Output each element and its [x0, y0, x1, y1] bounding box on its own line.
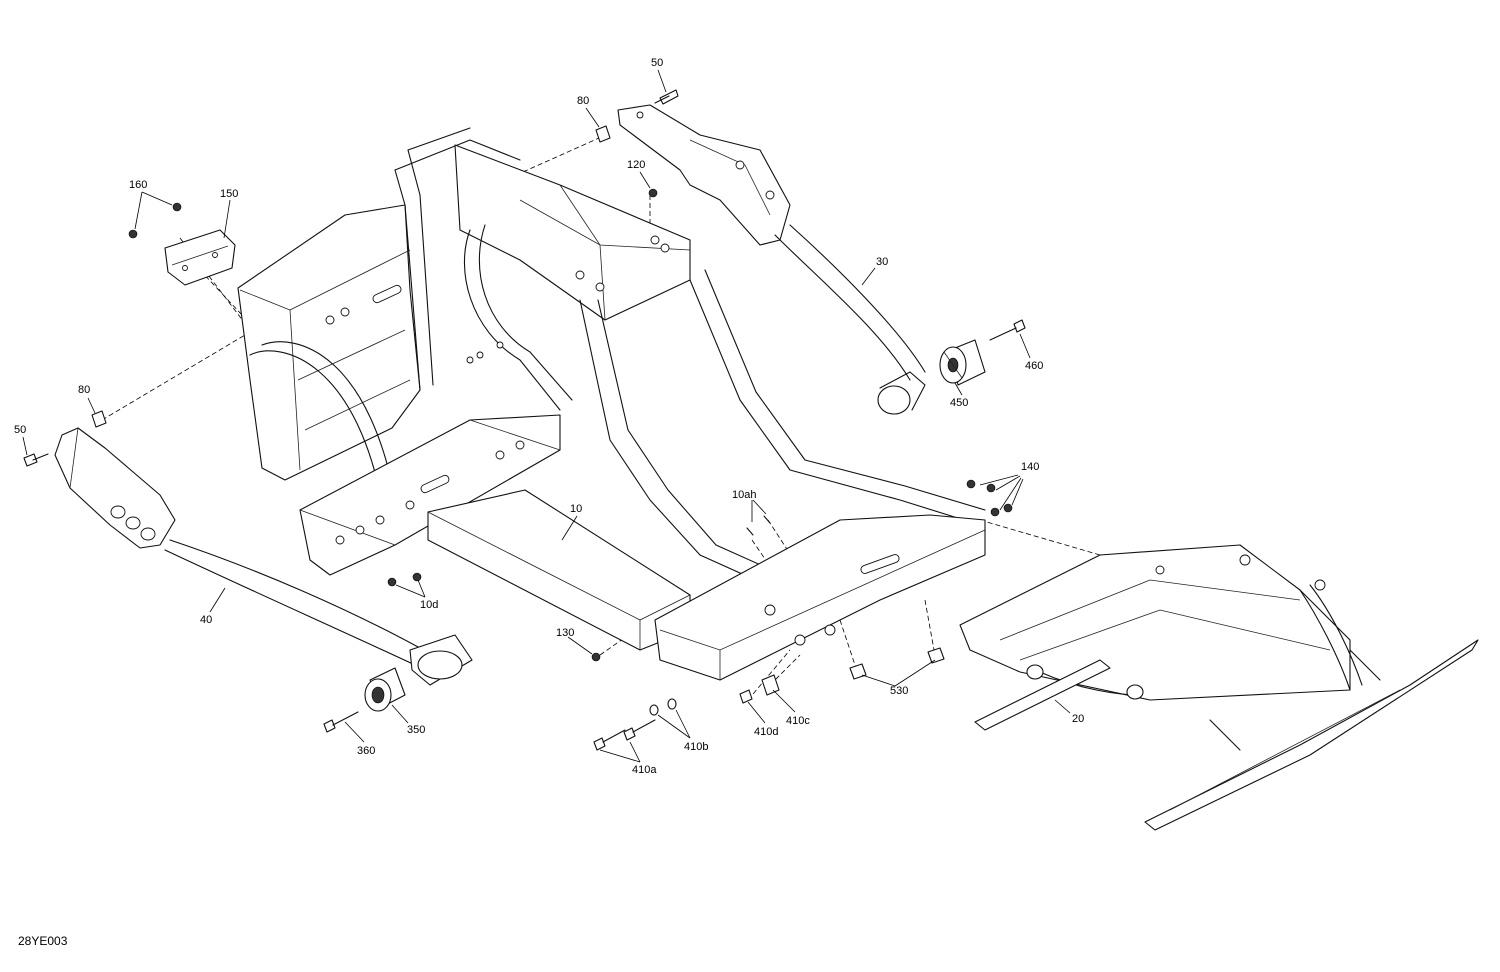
- arm-30: [617, 104, 926, 415]
- nut-icon: [412, 572, 422, 582]
- nut-icon: [591, 652, 601, 662]
- nut-icon: [1003, 503, 1013, 513]
- callout-50-top: 50: [651, 57, 663, 69]
- bolt-icon: [23, 453, 49, 467]
- nut-icon: [990, 507, 1000, 517]
- bolt-icon: [739, 689, 753, 704]
- nut-icon: [387, 577, 397, 587]
- callout-410c: 410c: [786, 715, 810, 727]
- nut-icon: [128, 229, 138, 239]
- callout-450: 450: [950, 397, 968, 409]
- nut-icon: [966, 479, 976, 489]
- bolt-icon: [746, 515, 771, 536]
- bushing-350: [364, 667, 406, 712]
- diagram-code: 28YE003: [18, 934, 68, 948]
- callout-150: 150: [220, 188, 238, 200]
- nut-icon: [986, 483, 996, 493]
- callout-10ah: 10ah: [732, 489, 756, 501]
- callout-460: 460: [1025, 360, 1043, 372]
- clip-nut-icon: [927, 647, 945, 664]
- callout-410a: 410a: [632, 764, 657, 776]
- subframe-20: [959, 544, 1479, 831]
- callout-80-left: 80: [78, 384, 90, 396]
- callout-10: 10: [570, 503, 582, 515]
- bolt-icon: [654, 89, 679, 105]
- callout-130: 130: [556, 627, 574, 639]
- callout-140: 140: [1021, 461, 1039, 473]
- bracket-150: [164, 229, 236, 286]
- callout-labels: 10 10ah 10d 20 30 40 50 50 80 80 120 130…: [14, 57, 1084, 776]
- arm-40: [54, 427, 473, 686]
- callout-120: 120: [627, 159, 645, 171]
- callout-20: 20: [1072, 713, 1084, 725]
- callout-360: 360: [357, 745, 375, 757]
- callout-410d: 410d: [754, 726, 778, 738]
- leader-lines: [22, 69, 1071, 763]
- callout-80-top: 80: [577, 95, 589, 107]
- callout-50-left: 50: [14, 424, 26, 436]
- clip-nut-icon: [595, 125, 611, 143]
- alignment-lines: [101, 133, 1101, 701]
- fasteners: [23, 89, 1026, 751]
- nut-icon: [172, 202, 182, 212]
- callout-410b: 410b: [684, 741, 708, 753]
- clip-nut-icon: [91, 410, 107, 428]
- washer-icon: [649, 698, 677, 716]
- callout-530: 530: [890, 685, 908, 697]
- callout-350: 350: [407, 724, 425, 736]
- nut-icon: [648, 188, 658, 198]
- main-frame: [237, 127, 986, 681]
- clip-nut-icon: [761, 674, 780, 696]
- callout-10d: 10d: [420, 599, 438, 611]
- bolt-icon: [323, 711, 359, 733]
- bolt-icon: [593, 729, 626, 751]
- callout-40: 40: [200, 614, 212, 626]
- bushing-450: [939, 339, 986, 386]
- bolt-icon: [623, 719, 656, 741]
- callout-160: 160: [129, 179, 147, 191]
- callout-30: 30: [876, 256, 888, 268]
- bolt-icon: [989, 319, 1026, 341]
- clip-nut-icon: [849, 663, 867, 680]
